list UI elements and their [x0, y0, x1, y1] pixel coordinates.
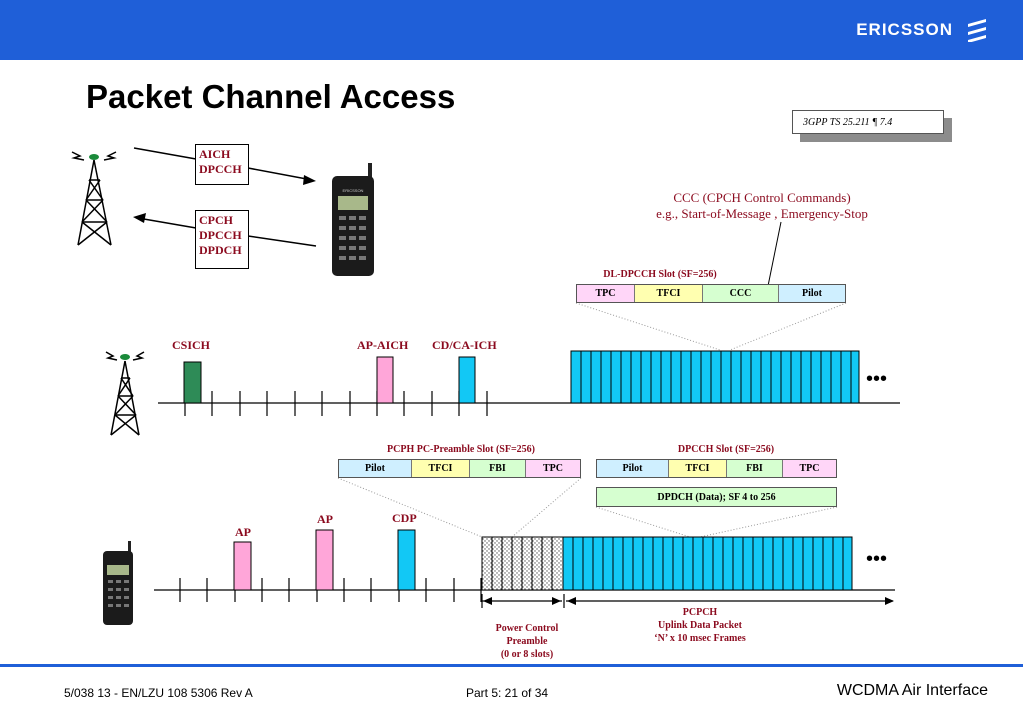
footer-doc-id: 5/038 13 - EN/LZU 108 5306 Rev A: [64, 686, 253, 700]
preamble-duration-arrow: [481, 594, 562, 608]
cdp-label: CDP: [392, 511, 417, 525]
ccc-note-line2: e.g., Start-of-Message , Emergency-Stop: [656, 206, 868, 221]
dl-dpcch-slot-title: DL-DPCCH Slot (SF=256): [603, 269, 717, 280]
ap-label-1: AP: [235, 525, 251, 539]
ap-burst-2: [315, 529, 334, 591]
pcpch-line2: Uplink Data Packet: [658, 620, 742, 631]
downlink-ellipsis: •••: [866, 368, 888, 390]
pc-pilot-field: Pilot: [339, 460, 412, 477]
cpch-label: CPCH: [199, 213, 233, 227]
ul-pilot-field: Pilot: [597, 460, 669, 477]
ericsson-logo-icon: [968, 19, 986, 42]
dl-pilot-field: Pilot: [779, 285, 845, 302]
cdp-burst: [397, 529, 416, 591]
aich-label: AICH: [199, 147, 231, 161]
dpcch-label: DPCCH: [199, 162, 242, 176]
dpcch-ul-slot: Pilot TFCI FBI TPC: [596, 459, 837, 478]
pcpch-line3: ‘N’ x 10 msec Frames: [654, 633, 746, 644]
base-station-tower-icon: [71, 151, 117, 246]
pcph-slot-title: PCPH PC-Preamble Slot (SF=256): [387, 444, 535, 455]
header-bar: ERICSSON: [0, 0, 1023, 60]
dpdch-label: DPDCH: [199, 243, 242, 257]
pcph-preamble-slot: Pilot TFCI FBI TPC: [338, 459, 581, 478]
ccc-note: CCC (CPCH Control Commands) e.g., Start-…: [612, 190, 912, 222]
ul-tpc-field: TPC: [783, 460, 836, 477]
reference-box: 3GPP TS 25.211 ¶ 7.4: [792, 110, 944, 134]
ap-aich-label: AP-AICH: [357, 338, 409, 352]
page-title: Packet Channel Access: [86, 78, 456, 115]
footer-page-number: Part 5: 21 of 34: [466, 686, 549, 700]
downlink-dpcch-frame: [570, 350, 860, 404]
phone-brand-label: ERICSSON: [343, 188, 364, 193]
dl-ccc-field: CCC: [703, 285, 779, 302]
uplink-channels-box: CPCH DPCCH DPDCH: [195, 210, 249, 269]
csich-burst: [183, 361, 202, 404]
pcpch-data-slots: [562, 536, 853, 591]
ccc-note-line1: CCC (CPCH Control Commands): [673, 190, 851, 205]
cd-ca-ich-burst: [458, 356, 476, 404]
dpcch-label: DPCCH: [199, 228, 242, 242]
uplink-ellipsis: •••: [866, 548, 888, 570]
dl-dpcch-slot: TPC TFCI CCC Pilot: [576, 284, 846, 303]
dpdch-data-field: DPDCH (Data); SF 4 to 256: [596, 487, 837, 507]
ericsson-logo-text: ERICSSON: [856, 20, 953, 39]
downlink-channels-box: AICH DPCCH: [195, 144, 249, 185]
pcpch-duration-arrow: [563, 594, 893, 608]
ul-fbi-field: FBI: [727, 460, 783, 477]
pc-tpc-field: TPC: [526, 460, 580, 477]
ul-tfci-field: TFCI: [669, 460, 727, 477]
pc-fbi-field: FBI: [470, 460, 526, 477]
power-control-preamble-slots: [481, 536, 564, 591]
dl-tfci-field: TFCI: [635, 285, 703, 302]
footer-course-title: WCDMA Air Interface: [836, 682, 988, 699]
pcpch-line1: PCPCH: [682, 607, 718, 618]
mobile-phone-icon: [103, 541, 133, 625]
ap-burst-1: [233, 541, 252, 591]
pc-tfci-field: TFCI: [412, 460, 470, 477]
power-control-preamble-caption: Power Control Preamble (0 or 8 slots): [472, 622, 582, 661]
dpcch-slot-title: DPCCH Slot (SF=256): [677, 444, 775, 455]
ap-aich-burst: [376, 356, 394, 404]
ap-label-2: AP: [317, 512, 333, 526]
pcpch-caption: PCPCH Uplink Data Packet ‘N’ x 10 msec F…: [630, 606, 770, 645]
csich-label: CSICH: [172, 338, 211, 352]
footer-divider: [0, 664, 1023, 667]
pc-preamble-line3: (0 or 8 slots): [500, 649, 554, 660]
pc-preamble-line2: Preamble: [506, 636, 548, 647]
cd-ca-ich-label: CD/CA-ICH: [432, 338, 497, 352]
pc-preamble-line1: Power Control: [495, 623, 559, 634]
mobile-phone-icon: [332, 163, 374, 276]
base-station-tower-icon: [105, 351, 145, 436]
dl-tpc-field: TPC: [577, 285, 635, 302]
